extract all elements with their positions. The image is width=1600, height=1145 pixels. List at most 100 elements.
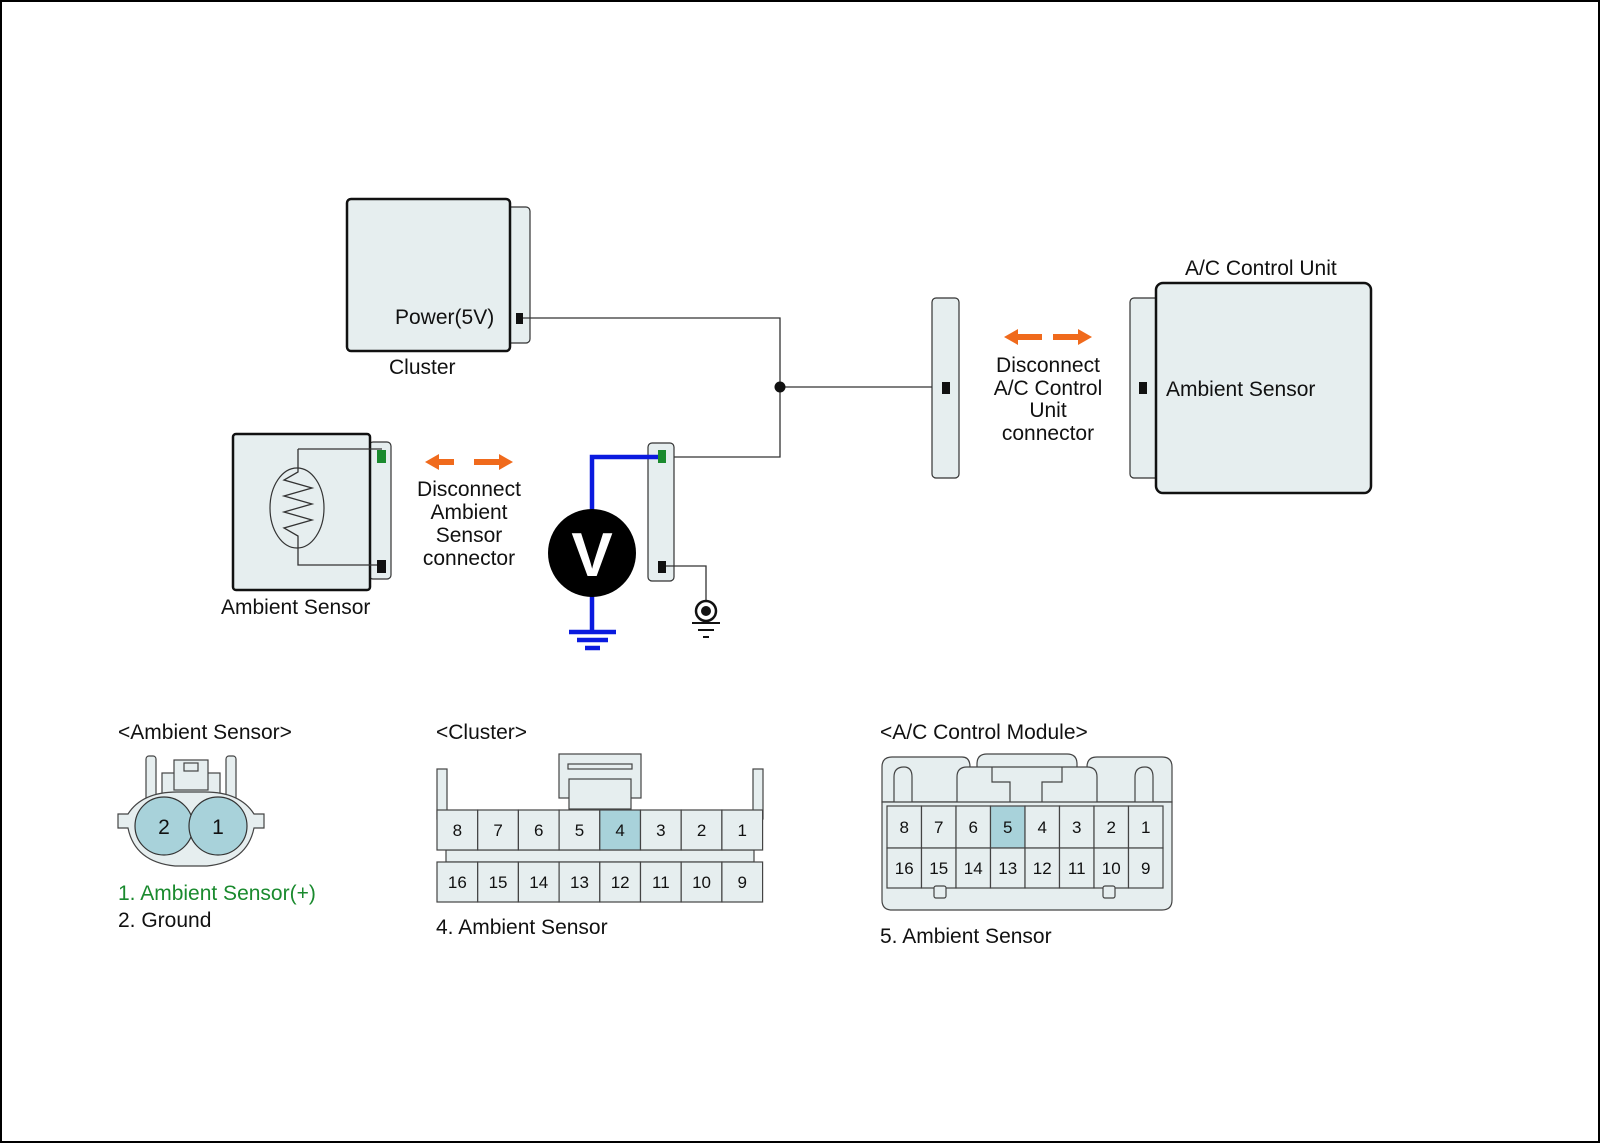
ambient-signal-pin [377, 450, 386, 463]
ac-pin-label: 16 [895, 859, 914, 878]
ac-pin-10 [1093, 847, 1130, 889]
ambient-sensor-label: Ambient Sensor [221, 596, 370, 619]
ac-pin-label: 15 [929, 859, 948, 878]
ambient-legend-1: 1. Ambient Sensor(+) [118, 882, 316, 905]
ambient-pin-1 [188, 796, 248, 856]
chassis-ground-icon [692, 599, 720, 638]
cluster-pin-label: 16 [448, 873, 467, 892]
disconnect-ambient-text: Disconnect Ambient Sensor connector [417, 478, 521, 570]
ambient-pin-label: 1 [212, 816, 224, 839]
ac-pin-5 [989, 805, 1026, 849]
disconnect-ac-line: Unit [1029, 399, 1067, 422]
cluster-pin-label: 3 [656, 821, 665, 840]
ac-pin-label: 10 [1102, 859, 1121, 878]
disconnect-ac-line: A/C Control [994, 377, 1103, 400]
cluster-pin-label: 15 [489, 873, 508, 892]
cluster-label: Cluster [389, 356, 456, 379]
cluster-pin-3 [639, 809, 682, 851]
ac-connector-title: <A/C Control Module> [880, 721, 1088, 744]
cluster-pin-2 [680, 809, 723, 851]
disconnect-ac-text: Disconnect A/C Control Unit connector [994, 354, 1103, 445]
ac-unit-box [1154, 281, 1373, 495]
cluster-pin-8 [436, 809, 479, 851]
harness-signal-pin [658, 450, 666, 463]
cluster-pin-label: 9 [738, 873, 747, 892]
ac-harness-connector [931, 297, 960, 479]
power-wire [523, 317, 781, 458]
cluster-pin-label: 12 [611, 873, 630, 892]
cluster-pin-13 [558, 861, 601, 903]
ac-pin-row-bottom: 16 15 14 13 12 11 10 9 [886, 847, 1164, 889]
cluster-pin-7 [477, 809, 520, 851]
cluster-pin-1 [721, 809, 764, 851]
voltmeter-symbol: V [571, 521, 612, 590]
probe-wire-positive [589, 454, 658, 514]
ac-pin-label: 8 [900, 818, 909, 837]
cluster-pin-label: 10 [692, 873, 711, 892]
harness-ground-wire [666, 565, 707, 600]
ac-pin-label: 5 [1003, 818, 1012, 837]
cluster-pin-label: 8 [453, 821, 462, 840]
cluster-pin-label: 1 [738, 821, 747, 840]
ac-pin-label: 13 [998, 859, 1017, 878]
cluster-pin-label: 7 [493, 821, 502, 840]
ac-pin-label: 7 [934, 818, 943, 837]
disconnect-ac-line: connector [1002, 422, 1094, 445]
ac-pin-6 [955, 805, 992, 849]
voltmeter: V [548, 454, 658, 651]
ac-unit-pin [1139, 382, 1147, 394]
harness-ground-pin [658, 561, 666, 573]
cluster-pin-16 [436, 861, 479, 903]
ac-pin-11 [1058, 847, 1095, 889]
ac-unit-title: A/C Control Unit [1185, 257, 1337, 280]
splice-dot [774, 381, 786, 393]
cluster-pin-9 [721, 861, 764, 903]
harness-connector-housing [647, 442, 675, 582]
ac-pin-label: 12 [1033, 859, 1052, 878]
thermistor-resistor-icon [281, 449, 382, 566]
cluster-pin-10 [680, 861, 723, 903]
ambient-connector-view: <Ambient Sensor> 2 1 1. Ambient Sensor(+… [117, 721, 316, 932]
ambient-pin-label: 2 [158, 816, 170, 839]
ac-pin-label: 11 [1068, 859, 1086, 878]
cluster-power-pin [516, 313, 523, 324]
cluster-box [345, 197, 512, 353]
ac-harness-pin [942, 382, 950, 394]
cluster-pin-label: 4 [615, 821, 624, 840]
ac-pin-label: 6 [969, 818, 978, 837]
disconnect-ambient-line: Disconnect [417, 478, 521, 501]
ac-unit-pin-label: Ambient Sensor [1166, 378, 1315, 401]
ac-pin-label: 1 [1141, 818, 1150, 837]
cluster-pin-label: 2 [697, 821, 706, 840]
cluster-pin-label: 11 [652, 873, 670, 892]
cluster-pin-label: 6 [534, 821, 543, 840]
ambient-connector-title: <Ambient Sensor> [118, 721, 292, 744]
ac-pin-9 [1127, 847, 1164, 889]
disconnect-ambient-line: Sensor [436, 524, 503, 547]
ambient-sensor-box [231, 432, 372, 592]
ac-legend: 5. Ambient Sensor [880, 925, 1052, 948]
ac-pin-label: 3 [1072, 818, 1081, 837]
cluster-pin-label: 13 [570, 873, 589, 892]
ac-pin-7 [920, 805, 957, 849]
ground-icon [569, 629, 616, 651]
ambient-harness-connector [647, 442, 720, 638]
disconnect-ac-line: Disconnect [996, 354, 1100, 377]
disconnect-ambient-line: connector [423, 547, 515, 570]
ac-pin-label: 4 [1038, 818, 1047, 837]
disconnect-ambient-arrows-icon [425, 454, 513, 470]
ac-pin-label: 9 [1141, 859, 1150, 878]
disconnect-ac-arrows-icon [1004, 329, 1092, 345]
ac-pin-label: 14 [964, 859, 983, 878]
ac-pin-1 [1127, 805, 1164, 849]
cluster-legend: 4. Ambient Sensor [436, 916, 608, 939]
ac-pin-3 [1058, 805, 1095, 849]
ac-control-unit: A/C Control Unit Ambient Sensor [1129, 257, 1373, 495]
ambient-ground-pin [377, 560, 386, 573]
cluster-pin-4 [599, 809, 642, 851]
